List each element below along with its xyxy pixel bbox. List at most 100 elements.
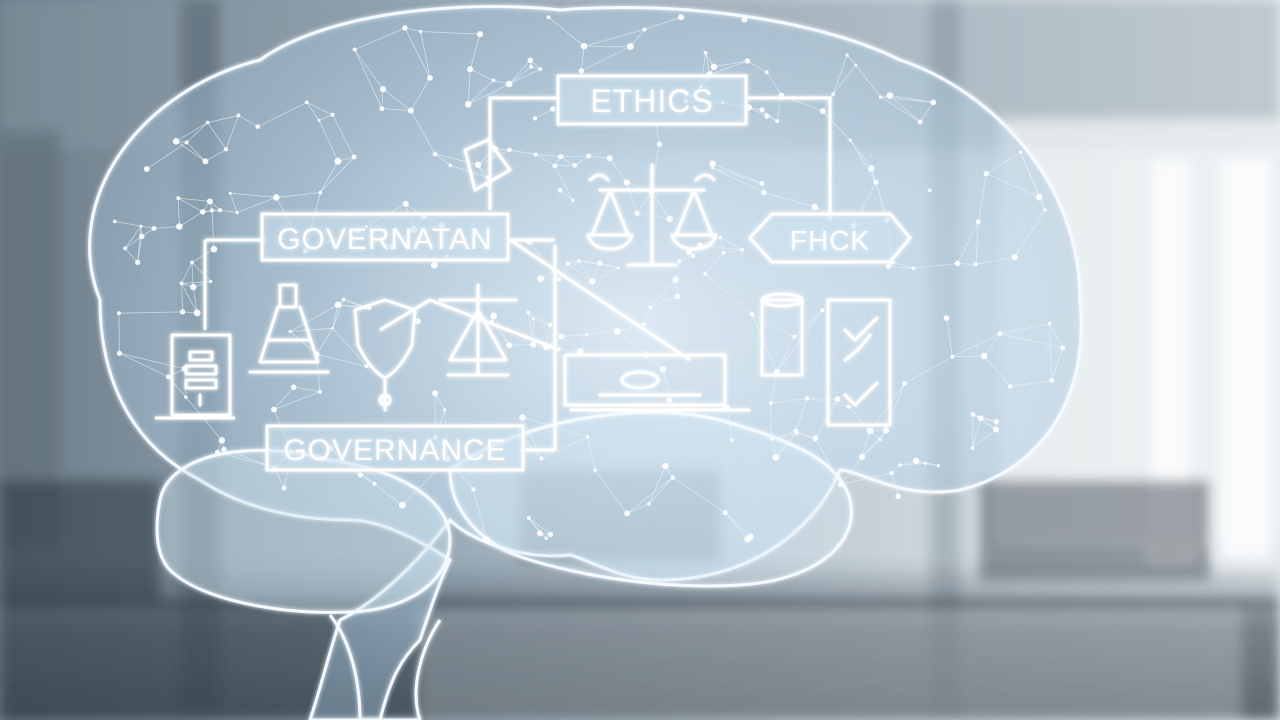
mesh-link — [712, 163, 763, 184]
mesh-node — [526, 516, 531, 521]
mesh-link — [567, 263, 593, 282]
mesh-node — [223, 147, 229, 152]
mesh-link — [257, 102, 307, 128]
mesh-link — [533, 318, 551, 326]
mesh-link — [293, 386, 320, 393]
mesh-link — [186, 142, 206, 162]
mesh-node — [531, 317, 535, 321]
mesh-link — [178, 197, 203, 213]
mesh-link — [477, 164, 488, 186]
mesh-link — [975, 221, 979, 265]
mesh-link — [999, 333, 1063, 349]
mesh-node — [471, 487, 476, 492]
mesh-link — [118, 311, 183, 314]
mesh-link — [225, 115, 239, 150]
mesh-link — [181, 283, 184, 312]
mesh-node — [546, 15, 551, 20]
mesh-node — [980, 352, 988, 360]
mesh-link — [230, 192, 277, 198]
mesh-node — [372, 481, 377, 486]
mesh-node — [772, 453, 780, 461]
mesh-link — [712, 167, 765, 193]
mesh-node — [139, 224, 143, 228]
mesh-node — [577, 348, 584, 355]
mesh-node — [878, 95, 883, 99]
mesh-node — [670, 475, 676, 480]
mesh-node — [804, 396, 810, 401]
mesh-node — [792, 334, 797, 339]
mesh-link — [509, 149, 536, 155]
mesh-link — [273, 386, 294, 410]
mesh-node — [648, 305, 653, 310]
mesh-node — [538, 67, 543, 72]
mesh-node — [547, 322, 553, 328]
mesh-link — [999, 323, 1050, 335]
mesh-link — [477, 148, 496, 166]
governance-label-text: GOVERNANCE — [283, 434, 506, 467]
mesh-node — [854, 63, 858, 67]
ethics-label: ETHICS — [556, 74, 748, 126]
mesh-link — [186, 122, 208, 143]
mesh-link — [434, 153, 451, 166]
mesh-node — [1008, 384, 1013, 389]
mesh-node — [744, 536, 751, 543]
mesh-link — [177, 198, 180, 227]
mesh-node — [730, 438, 734, 442]
mesh-node — [151, 225, 157, 231]
mesh-node — [199, 209, 206, 215]
mesh-link — [306, 102, 333, 116]
mesh-link — [705, 52, 710, 75]
mesh-node — [647, 502, 651, 506]
mesh-link — [723, 249, 743, 254]
mesh-node — [532, 116, 538, 121]
mesh-link — [469, 68, 494, 81]
mesh-link — [972, 418, 982, 449]
mesh-link — [822, 110, 851, 141]
mesh-node — [190, 283, 197, 291]
mesh-node — [927, 188, 932, 193]
mesh-link — [319, 161, 339, 193]
mesh-link — [983, 355, 1011, 387]
mesh-link — [952, 333, 1001, 358]
mesh-link — [124, 248, 138, 263]
mesh-node — [557, 187, 563, 193]
mesh-link — [124, 236, 142, 249]
mesh-node — [270, 406, 277, 413]
mesh-node — [764, 113, 770, 119]
mesh-node — [565, 261, 571, 266]
mesh-link — [205, 148, 227, 162]
mesh-node — [666, 215, 674, 223]
mesh-node — [889, 470, 894, 476]
mesh-link — [410, 77, 431, 111]
mesh-link — [535, 154, 556, 167]
mesh-node — [666, 397, 673, 404]
mesh-link — [672, 477, 726, 514]
mesh-link — [815, 438, 841, 485]
mesh-link — [646, 354, 664, 370]
mesh-link — [648, 465, 666, 505]
mesh-link — [178, 197, 210, 202]
mesh-node — [519, 414, 526, 421]
mesh-node — [184, 395, 188, 399]
mesh-link — [891, 472, 899, 497]
mesh-link — [899, 462, 926, 466]
mesh-link — [679, 255, 694, 262]
mesh-node — [597, 260, 603, 266]
mesh-link — [578, 260, 593, 282]
mesh-node — [526, 310, 531, 315]
mesh-link — [290, 327, 333, 333]
mesh-node — [507, 147, 512, 153]
mesh-node — [954, 260, 961, 267]
mesh-link — [626, 477, 674, 514]
mesh-link — [508, 66, 532, 85]
mesh-node — [741, 16, 748, 23]
mesh-node — [432, 151, 438, 157]
mesh-node — [572, 162, 578, 168]
mesh-node — [334, 157, 342, 165]
mesh-link — [861, 430, 887, 458]
mesh-link — [957, 221, 979, 264]
mesh-link — [919, 102, 934, 123]
mesh-node — [544, 536, 548, 541]
mesh-node — [533, 152, 538, 157]
mesh-link — [751, 313, 795, 338]
